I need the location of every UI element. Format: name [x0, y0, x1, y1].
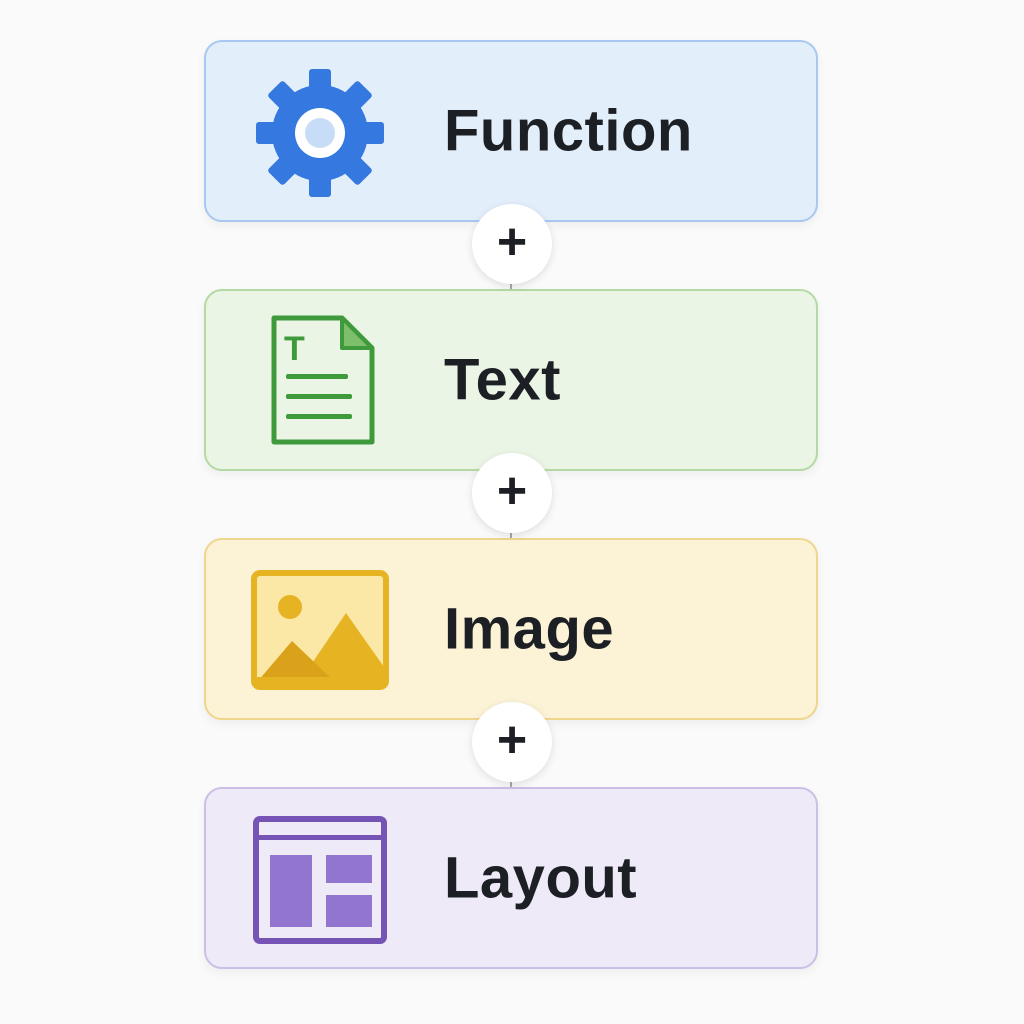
image-block: Image [204, 538, 818, 720]
plus-icon: + [496, 462, 528, 520]
plus-icon: + [496, 213, 528, 271]
block-label-layout: Layout [444, 845, 638, 911]
block-label-text: Text [444, 347, 561, 413]
gear-icon [250, 66, 390, 200]
plus-icon: + [496, 711, 528, 769]
plus-connector: + [472, 702, 552, 782]
layout-icon [250, 813, 390, 947]
svg-text:T: T [284, 330, 305, 368]
layout-block: Layout [204, 787, 818, 969]
plus-connector: + [472, 204, 552, 284]
plus-connector: + [472, 453, 552, 533]
text-block: T Text [204, 289, 818, 471]
block-label-function: Function [444, 98, 693, 164]
function-block: Function [204, 40, 818, 222]
block-label-image: Image [444, 596, 615, 662]
image-icon [250, 564, 390, 698]
text-document-icon: T [250, 315, 390, 449]
